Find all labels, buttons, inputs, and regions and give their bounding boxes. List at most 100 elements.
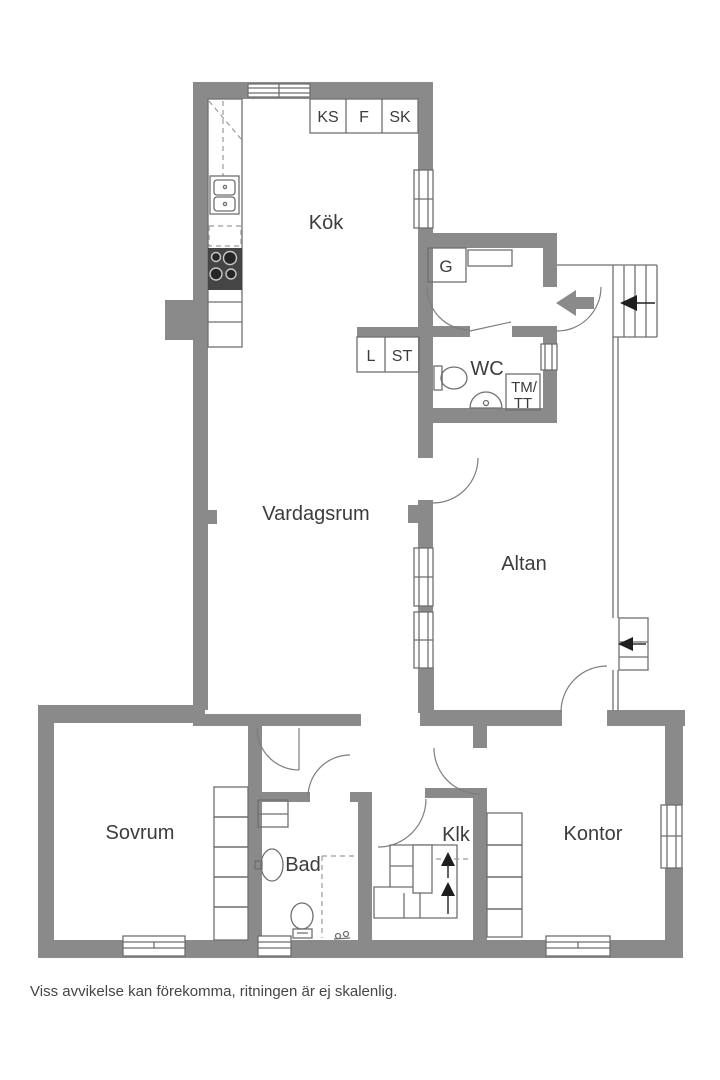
wall-closet-top: [357, 327, 418, 337]
sovrum-wardrobes: [213, 786, 249, 941]
label-tm: TM/: [511, 379, 538, 396]
wall: [418, 99, 433, 172]
door-arc-bad: [307, 754, 351, 798]
hall-fixtures: [356, 247, 513, 373]
wall-stub: [165, 300, 193, 340]
wall-sovrum-divider: [248, 726, 262, 940]
cabinet-row: [309, 98, 419, 134]
cabinet-label-st: ST: [392, 348, 413, 365]
dishwasher-dashed: [208, 225, 242, 247]
washer-dryer-box: [505, 373, 541, 411]
stairs-altan: [618, 617, 649, 671]
door-arc-vardagsrum-altan: [432, 457, 479, 504]
cabinet-label-ks: KS: [317, 109, 338, 126]
wall-outer-left: [38, 705, 54, 958]
wall-outer-right: [665, 868, 683, 958]
counter-dashed: [208, 100, 242, 140]
window: [247, 83, 311, 98]
room-label-bad: Bad: [285, 854, 321, 876]
door-arc-altan: [560, 665, 608, 713]
labels: Kök Vardagsrum WC Altan Sovrum Bad Klk K…: [106, 109, 623, 876]
entry-arrow-icon: [556, 290, 576, 316]
window: [413, 611, 434, 669]
window: [122, 935, 186, 957]
wc-sink: [469, 391, 503, 409]
stair-up-arrow: [441, 882, 455, 896]
room-label-kontor: Kontor: [564, 823, 623, 845]
cabinet-label-sk: SK: [389, 109, 411, 126]
wall-outer-right: [665, 710, 683, 805]
wall: [420, 710, 562, 726]
stair-direction-arrow: [620, 295, 637, 311]
door-arc-entry: [556, 286, 602, 332]
window: [413, 547, 434, 607]
window: [545, 935, 611, 957]
cabinet-label-g: G: [439, 257, 452, 276]
stairs-klk: [373, 844, 469, 919]
kontor-wardrobes: [486, 812, 523, 938]
toilet: [290, 902, 314, 939]
wall-entry-side: [543, 233, 557, 287]
wall-outer-bottom: [38, 940, 683, 958]
cabinet-label-f: F: [359, 109, 369, 126]
wall-kontor-left-stub: [473, 726, 487, 748]
wall-klk-top: [425, 788, 475, 798]
window: [540, 343, 558, 371]
wall-wc-top: [418, 326, 470, 337]
wardrobe-g: [427, 247, 467, 283]
floor-drain: [333, 930, 351, 940]
hall-shelf: [467, 249, 513, 267]
wall-kontor-left: [473, 788, 487, 940]
door-leaf-wc: [469, 321, 512, 332]
wall-stub: [408, 505, 418, 523]
wall-hall-wc-left: [418, 233, 433, 458]
stair-direction-arrow: [618, 637, 633, 651]
door-arc-sovrum: [256, 727, 300, 771]
window: [413, 169, 434, 229]
wall: [418, 606, 433, 612]
kitchen-fixtures: [207, 98, 419, 348]
stove: [208, 248, 242, 290]
entry-area: [556, 264, 658, 338]
wall: [418, 668, 434, 713]
room-label-kok: Kök: [309, 212, 344, 234]
doors: [256, 286, 608, 848]
wall: [418, 500, 433, 548]
wc-fixtures: [433, 365, 541, 411]
kitchen-sink: [209, 175, 240, 215]
label-tt: TT: [514, 395, 532, 412]
wall-hall-top: [418, 233, 557, 248]
wall: [38, 705, 205, 723]
cabinet-label-l: L: [367, 348, 376, 365]
bath-sink: [254, 848, 284, 882]
room-label-vardagsrum: Vardagsrum: [262, 503, 369, 525]
bath-cabinet: [257, 799, 289, 828]
wall-bad-klk-divider: [358, 792, 372, 940]
entry-arrow-icon: [576, 297, 594, 309]
disclaimer-text: Viss avvikelse kan förekomma, ritningen …: [30, 983, 397, 1000]
wall-wc-bottom: [418, 408, 557, 423]
room-label-sovrum: Sovrum: [106, 822, 175, 844]
wall-stub: [208, 510, 217, 524]
window: [660, 804, 683, 869]
room-label-altan: Altan: [501, 553, 547, 575]
toilet: [433, 365, 468, 391]
wall-wc-top: [512, 326, 557, 337]
bad-fixtures: [254, 799, 358, 940]
wall-bad-top: [248, 792, 310, 802]
altan-boundary: [612, 337, 649, 710]
room-label-klk: Klk: [442, 824, 471, 846]
shower-dashed: [321, 855, 358, 938]
door-arc-klk: [377, 798, 427, 848]
window: [257, 935, 292, 957]
wall: [193, 714, 361, 726]
room-label-wc: WC: [470, 358, 503, 380]
wall: [193, 82, 433, 99]
stair-up-arrow: [441, 852, 455, 866]
windows: [122, 83, 683, 957]
door-arc-hall-kontor: [433, 747, 481, 795]
wall: [193, 99, 208, 710]
closet-l-st: [356, 336, 420, 373]
